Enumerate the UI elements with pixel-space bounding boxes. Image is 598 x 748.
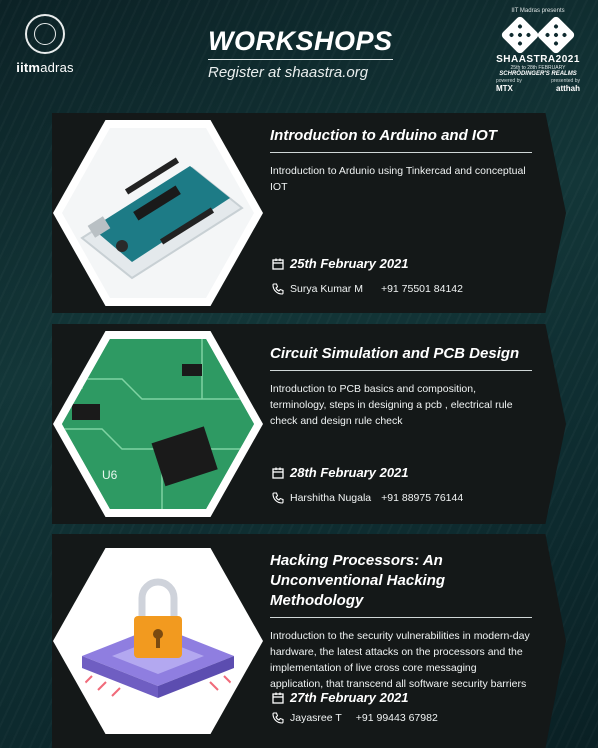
workshop-2-description: Introduction to PCB basics and compositi… [270, 383, 513, 427]
title-block: WORKSHOPS Register at shaastra.org [208, 26, 398, 81]
page-subtitle: Register at shaastra.org [208, 64, 369, 81]
phone-icon [272, 492, 284, 504]
festival-tagline: SCHRÖDINGER'S REALMS [499, 71, 577, 77]
sponsor-atthah: atthah [556, 84, 580, 93]
iitm-logo: iitmadras [10, 14, 80, 75]
calendar-icon [272, 692, 284, 704]
sponsor-mtx: MTX [496, 84, 513, 93]
festival-top-line: IIT Madras presents [511, 8, 565, 14]
workshop-1-description: Introduction to Ardunio using Tinkercad … [270, 165, 526, 193]
calendar-icon [272, 467, 284, 479]
workshop-1-date: 25th February 2021 [290, 256, 409, 271]
workshop-3-contact-row: Jayasree T +91 99443 67982 [272, 712, 438, 724]
pcb-board-image: U6 [53, 331, 263, 517]
calendar-icon [272, 258, 284, 270]
shaastra-logo: IIT Madras presents SHAASTRA2021 25th to… [492, 8, 584, 93]
dice-icon [492, 15, 584, 55]
iitm-seal-icon [25, 14, 65, 54]
phone-icon [272, 283, 284, 295]
workshop-2-date: 28th February 2021 [290, 465, 409, 480]
workshop-2-title: Circuit Simulation and PCB Design [270, 344, 532, 371]
workshop-3-contact-name: Jayasree T [290, 712, 342, 724]
sponsor-logos: MTX atthah [492, 84, 584, 93]
workshop-2-contact-name: Harshitha Nugala [290, 492, 372, 504]
page-title: WORKSHOPS [208, 26, 393, 60]
workshop-1-contact-row: Surya Kumar M +91 75501 84142 [272, 283, 463, 295]
workshop-1-contact-name: Surya Kumar M [290, 283, 363, 295]
secure-processor-image [53, 548, 263, 734]
workshop-3-title: Hacking Processors: An Unconventional Ha… [270, 551, 532, 618]
workshop-2-date-row: 28th February 2021 [272, 465, 409, 480]
workshop-1-content: Introduction to Arduino and IOT Introduc… [270, 126, 532, 195]
workshop-1-contact-phone: +91 75501 84142 [380, 283, 463, 295]
workshop-3-date: 27th February 2021 [290, 690, 409, 705]
iitm-logo-text: iitmadras [16, 60, 74, 75]
workshop-1-date-row: 25th February 2021 [272, 256, 409, 271]
workshop-2-content: Circuit Simulation and PCB Design Introd… [270, 344, 532, 429]
workshop-2-contact-phone: +91 88975 76144 [381, 492, 464, 504]
workshop-3-date-row: 27th February 2021 [272, 690, 409, 705]
arduino-board-image [53, 120, 263, 306]
festival-dates: 25th to 28th FEBRUARY [510, 65, 566, 71]
workshop-2-contact-row: Harshitha Nugala +91 88975 76144 [272, 492, 463, 504]
svg-text:U6: U6 [102, 468, 118, 482]
festival-name: SHAASTRA2021 [496, 54, 580, 65]
phone-icon [272, 712, 284, 724]
workshop-3-contact-phone: +91 99443 67982 [355, 712, 438, 724]
workshop-3-content: Hacking Processors: An Unconventional Ha… [270, 551, 532, 692]
workshop-3-description: Introduction to the security vulnerabili… [270, 630, 530, 690]
workshop-1-title: Introduction to Arduino and IOT [270, 126, 532, 153]
page-header: iitmadras WORKSHOPS Register at shaastra… [0, 0, 598, 112]
sponsor-captions: powered by presented by [496, 78, 580, 84]
